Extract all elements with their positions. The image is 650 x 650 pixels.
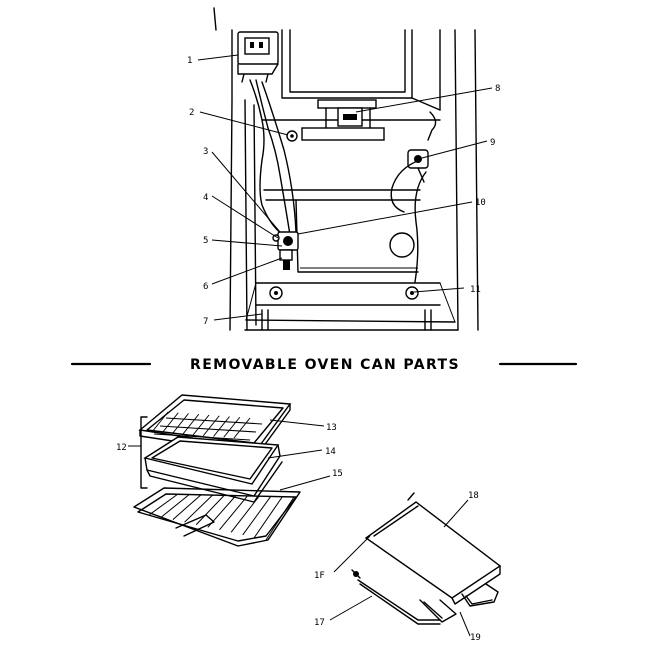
callout-18: 18	[468, 491, 479, 501]
callout-7: 7	[203, 317, 208, 327]
callout-4: 4	[203, 193, 208, 203]
grill-slot	[192, 414, 210, 436]
rack-bar	[137, 493, 167, 513]
part-9-switch	[407, 111, 437, 183]
oven-cavity-assembly	[213, 7, 479, 331]
bracket-12	[128, 416, 148, 489]
grill-slot	[182, 413, 200, 435]
rack-bar	[195, 495, 225, 526]
part-14-broiler-pan	[143, 436, 283, 503]
grill-slot	[151, 411, 169, 433]
callout-2: 2	[189, 108, 194, 118]
section-title: REMOVABLE OVEN CAN PARTS	[190, 357, 460, 373]
callout-9: 9	[490, 138, 495, 148]
part-19-shield-bracket	[419, 583, 499, 623]
rack-bar	[265, 496, 295, 541]
part-18-heat-shield	[364, 492, 502, 605]
callout-13: 13	[326, 423, 337, 433]
grill-slot	[213, 416, 230, 437]
wiring-harness	[249, 79, 427, 283]
part-15-oven-rack	[133, 487, 301, 547]
callout-14: 14	[325, 447, 336, 457]
rack-bar	[242, 496, 272, 536]
lower-callout-labels: 12 13 14 15 1F 17 18 19	[116, 423, 481, 643]
grill-slot	[233, 417, 251, 439]
callout-19: 19	[470, 633, 481, 643]
grill-divider	[159, 425, 257, 433]
grill-slot	[172, 413, 189, 434]
rack-bar	[160, 494, 190, 518]
grill-divider	[165, 417, 263, 425]
callout-6: 6	[203, 282, 208, 292]
lower-leader-lines	[267, 419, 331, 491]
callout-15: 15	[332, 469, 343, 479]
upper-callout-labels: 1 2 3 4 5 6 7 8 9 10 11	[187, 56, 500, 327]
shield-leader-lines	[329, 499, 471, 637]
part-8-light-bracket	[301, 99, 385, 141]
callout-5: 5	[203, 236, 208, 246]
rack-bar	[184, 494, 213, 523]
rack-bar	[219, 495, 248, 531]
callout-10: 10	[475, 198, 486, 208]
callout-1: 1	[187, 56, 192, 66]
callout-12: 12	[116, 443, 127, 453]
upper-leader-lines	[197, 54, 493, 321]
part-17-rod	[357, 579, 441, 625]
section-heading: REMOVABLE OVEN CAN PARTS	[70, 357, 578, 373]
rack-bar	[149, 493, 178, 515]
part-1-terminal-block	[237, 31, 279, 83]
grill-slot	[202, 415, 220, 437]
grill-divider	[153, 433, 251, 441]
rack-bar	[230, 495, 260, 533]
part-16-screw	[351, 569, 361, 579]
callout-17: 17	[314, 618, 325, 628]
callout-8: 8	[495, 84, 500, 94]
grill-slot	[223, 416, 241, 438]
rack-bar	[253, 496, 283, 538]
grill-slot	[161, 412, 179, 434]
callout-3: 3	[203, 147, 208, 157]
callout-11: 11	[470, 285, 481, 295]
part-10-selector-switch	[272, 231, 299, 270]
rack-bar	[172, 494, 202, 521]
callout-16: 1F	[314, 571, 325, 581]
